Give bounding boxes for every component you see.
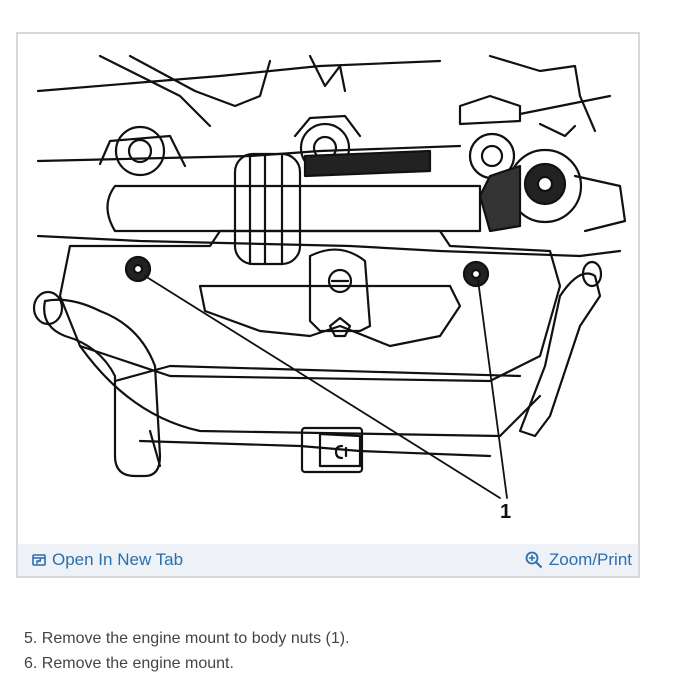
mount-isolator [308, 248, 372, 333]
subframe-left-edge [148, 429, 162, 468]
harness-line [138, 439, 492, 458]
frame-line-top [36, 59, 442, 93]
left-eye-bracket [98, 134, 187, 168]
callout-leader-right [477, 279, 508, 499]
zoom-in-icon [525, 551, 543, 569]
isolator-nut [328, 316, 352, 338]
pinion-valve [478, 164, 522, 233]
left-eye-outer [114, 125, 166, 177]
left-hose [43, 298, 162, 478]
instruction-steps: 5. Remove the engine mount to body nuts … [24, 626, 350, 676]
harness-connector-mark [334, 444, 348, 460]
bracket-top-notch [308, 54, 347, 93]
callout-leader-left [144, 275, 501, 499]
figure-toolbar: Open In New Tab Zoom/Print [18, 544, 638, 576]
pinion-center [536, 175, 554, 193]
left-hose-end [32, 290, 64, 326]
figure-card: 1 Open In New Tab Zoom/Print [16, 32, 640, 578]
open-in-new-tab-label: Open In New Tab [52, 550, 184, 569]
right-hose [518, 272, 602, 438]
engine-mount-diagram: 1 [20, 36, 636, 546]
rack-boot [233, 152, 302, 266]
right-upper-bracket [458, 94, 522, 126]
mount-center-plate [198, 284, 462, 348]
harness-connector [300, 426, 364, 474]
subframe-crease [113, 364, 522, 383]
zoom-print-label: Zoom/Print [548, 550, 632, 569]
pinion-right-fitting [573, 174, 627, 233]
rack-tube [106, 184, 482, 233]
isolator-bolt [327, 268, 353, 294]
bracket-top-center [128, 54, 272, 108]
center-eye-bracket [293, 114, 362, 138]
instruction-step: 5. Remove the engine mount to body nuts … [24, 630, 350, 647]
right-hose-end [581, 260, 603, 288]
rail-lower [36, 234, 622, 258]
rack-teeth [303, 149, 432, 178]
open-in-new-tab-link[interactable]: Open In New Tab [32, 550, 183, 570]
callout-label: 1 [500, 501, 511, 523]
right-link-bolt [538, 122, 577, 138]
harness-connector-face [318, 432, 362, 468]
open-in-new-tab-icon [32, 553, 46, 567]
right-link-rod [518, 94, 612, 116]
subframe-lower [78, 344, 542, 438]
bracket-top-left [98, 54, 212, 128]
mount-nut-left-hole [132, 263, 144, 275]
left-eye-inner [127, 138, 153, 164]
bracket-top-right [488, 54, 597, 133]
zoom-print-link[interactable]: Zoom/Print [525, 550, 632, 570]
right-eye-inner [480, 144, 504, 168]
instruction-step: 6. Remove the engine mount. [24, 655, 234, 672]
mount-nut-right-hole [470, 268, 482, 280]
rack-boot-ribs [248, 154, 284, 266]
engine-mount-illustration: 1 [32, 54, 627, 523]
